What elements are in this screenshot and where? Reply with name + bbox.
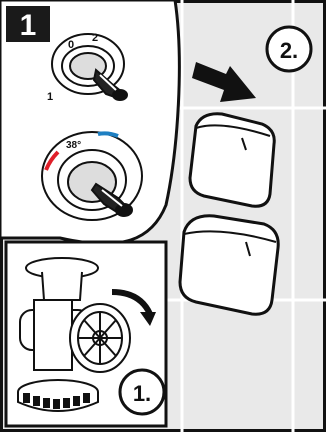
dial-mark-1: 1 [47, 91, 53, 103]
callout-2-label: 2. [280, 38, 298, 63]
step-number: 1 [20, 9, 37, 42]
step-badge: 1 [6, 6, 50, 42]
removed-knob [190, 114, 274, 207]
callout-1-label: 1. [133, 381, 151, 406]
thermostat-dial [42, 132, 142, 220]
dial-mark-2: 2 [92, 32, 98, 44]
callout-1: 1. [120, 370, 164, 414]
removed-handle [180, 216, 278, 314]
temp-mark: 38° [66, 140, 81, 151]
handwheel [70, 304, 130, 372]
callout-2: 2. [267, 27, 311, 71]
dial-mark-0: 0 [68, 39, 74, 51]
